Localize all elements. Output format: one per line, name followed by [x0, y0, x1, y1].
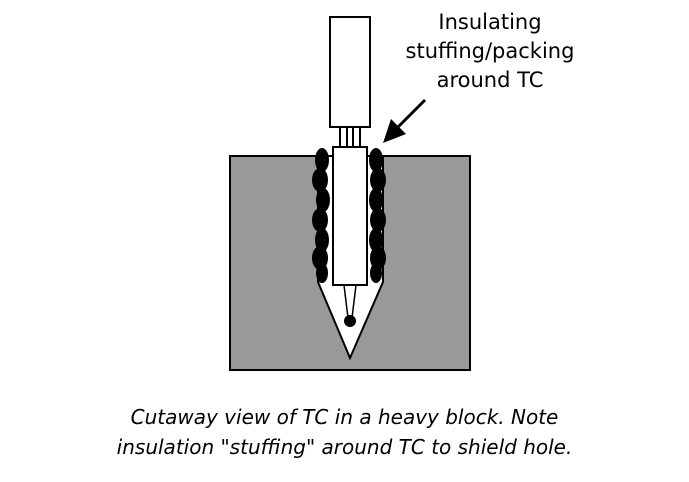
probe-handle [329, 16, 371, 128]
probe-neck [339, 126, 361, 148]
caption-line-1: Cutaway view of TC in a heavy block. Not… [130, 405, 559, 429]
insulation-callout-label: Insulating stuffing/packing around TC [400, 8, 580, 95]
caption-line-2: insulation "stuffing" around TC to shiel… [116, 435, 573, 459]
junction-bead-icon [344, 315, 356, 327]
insulation-stuffing-right [369, 148, 386, 283]
figure-caption: Cutaway view of TC in a heavy block. Not… [0, 402, 689, 462]
thermocouple-probe-icon [329, 16, 371, 319]
lead-wire-left [343, 284, 349, 319]
callout-line-3: around TC [436, 68, 544, 92]
arrow-icon [383, 98, 427, 143]
cutaway-diagram [229, 16, 471, 371]
insulation-stuffing-left [312, 148, 330, 283]
callout-line-1: Insulating [438, 10, 542, 34]
lead-wire-right [351, 284, 357, 319]
callout-line-2: stuffing/packing [405, 39, 575, 63]
probe-sheath [332, 146, 368, 286]
